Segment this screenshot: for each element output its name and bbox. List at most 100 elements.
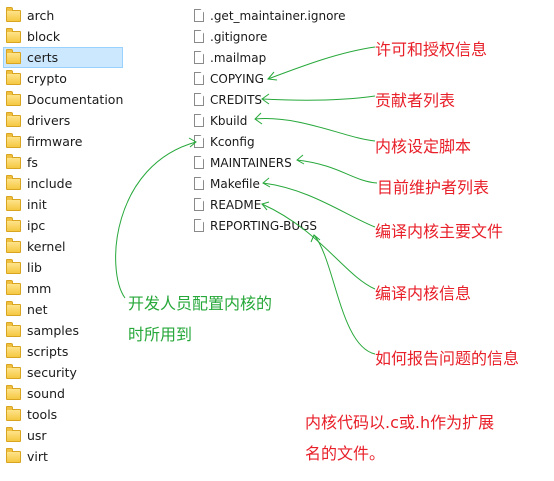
annotation-kconfig-line2: 时所用到 bbox=[128, 325, 193, 344]
file-label: COPYING bbox=[210, 71, 264, 86]
folder-item[interactable]: Documentation bbox=[4, 90, 124, 109]
file-item[interactable]: .gitignore bbox=[194, 27, 267, 46]
file-item[interactable]: CREDITS bbox=[194, 90, 262, 109]
folder-label: Documentation bbox=[27, 92, 124, 107]
folder-item[interactable]: virt bbox=[4, 447, 122, 466]
folder-item[interactable]: arch bbox=[4, 6, 122, 25]
file-item[interactable]: MAINTAINERS bbox=[194, 153, 292, 172]
folder-item[interactable]: mm bbox=[4, 279, 122, 298]
folder-icon bbox=[6, 195, 21, 211]
folder-item[interactable]: block bbox=[4, 27, 122, 46]
folder-item[interactable]: usr bbox=[4, 426, 122, 445]
folder-icon bbox=[6, 27, 21, 43]
file-icon bbox=[194, 30, 204, 43]
footer-note-line1: 内核代码以.c或.h作为扩展 bbox=[305, 413, 495, 432]
folder-label: certs bbox=[27, 50, 59, 65]
folder-item[interactable]: tools bbox=[4, 405, 122, 424]
folder-icon bbox=[6, 153, 21, 169]
arrow-credits bbox=[261, 95, 376, 101]
file-icon bbox=[194, 177, 204, 190]
file-icon bbox=[194, 156, 204, 169]
folder-item[interactable]: kernel bbox=[4, 237, 122, 256]
file-item[interactable]: Makefile bbox=[194, 174, 260, 193]
file-item[interactable]: REPORTING-BUGS bbox=[194, 216, 317, 235]
file-item[interactable]: Kbuild bbox=[194, 111, 247, 130]
file-item[interactable]: .get_maintainer.ignore bbox=[194, 6, 345, 25]
folder-label: fs bbox=[27, 155, 38, 170]
folder-label: sound bbox=[27, 386, 65, 401]
folder-icon bbox=[6, 405, 21, 421]
folder-label: include bbox=[27, 176, 73, 191]
file-item[interactable]: COPYING bbox=[194, 69, 264, 88]
file-label: Kbuild bbox=[210, 113, 248, 128]
folder-icon bbox=[6, 6, 21, 22]
folder-icon bbox=[6, 111, 21, 127]
folder-label: mm bbox=[27, 281, 52, 296]
folder-icon bbox=[6, 69, 21, 85]
folder-label: security bbox=[27, 365, 77, 380]
folder-label: kernel bbox=[27, 239, 66, 254]
arrowhead-credits bbox=[261, 93, 270, 105]
folder-item[interactable]: net bbox=[4, 300, 122, 319]
file-icon bbox=[194, 219, 204, 232]
file-label: .mailmap bbox=[210, 50, 267, 65]
folder-icon bbox=[6, 174, 21, 190]
file-label: Kconfig bbox=[210, 134, 255, 149]
arrow-kconfig bbox=[115, 141, 197, 299]
footer-note-line2: 名的文件。 bbox=[305, 444, 386, 463]
folder-item[interactable]: samples bbox=[4, 321, 122, 340]
folder-item[interactable]: crypto bbox=[4, 69, 122, 88]
arrowhead-reporting-bugs bbox=[310, 234, 321, 243]
folder-label: arch bbox=[27, 8, 55, 23]
folder-icon bbox=[6, 237, 21, 253]
file-icon bbox=[194, 72, 204, 85]
folder-item[interactable]: sound bbox=[4, 384, 122, 403]
folder-icon bbox=[6, 342, 21, 358]
folder-icon bbox=[6, 258, 21, 274]
folder-item[interactable]: certs bbox=[3, 47, 123, 68]
file-icon bbox=[194, 93, 204, 106]
folder-icon bbox=[6, 48, 21, 64]
arrowhead-copying bbox=[267, 71, 278, 81]
folder-item[interactable]: fs bbox=[4, 153, 122, 172]
file-label: MAINTAINERS bbox=[210, 155, 292, 170]
folder-item[interactable]: lib bbox=[4, 258, 122, 277]
folder-label: init bbox=[27, 197, 47, 212]
arrow-copying bbox=[267, 46, 376, 80]
annotation-copying: 许可和授权信息 bbox=[375, 40, 488, 59]
arrow-kbuild bbox=[254, 118, 376, 142]
folder-item[interactable]: init bbox=[4, 195, 122, 214]
file-icon bbox=[194, 51, 204, 64]
folder-icon bbox=[6, 216, 21, 232]
folder-icon bbox=[6, 279, 21, 295]
arrow-maintainers bbox=[296, 159, 378, 184]
annotation-maintainers: 目前维护者列表 bbox=[377, 178, 490, 197]
arrowhead-kconfig bbox=[188, 137, 197, 148]
folder-icon bbox=[6, 300, 21, 316]
folder-item[interactable]: include bbox=[4, 174, 122, 193]
folder-label: block bbox=[27, 29, 61, 44]
annotation-kbuild: 内核设定脚本 bbox=[375, 137, 472, 156]
annotation-readme: 编译内核信息 bbox=[375, 284, 472, 303]
arrowhead-kbuild bbox=[254, 112, 263, 125]
folder-label: usr bbox=[27, 428, 47, 443]
folder-item[interactable]: security bbox=[4, 363, 122, 382]
folder-label: crypto bbox=[27, 71, 67, 86]
folder-icon bbox=[6, 426, 21, 442]
file-label: .get_maintainer.ignore bbox=[210, 8, 346, 23]
folder-label: lib bbox=[27, 260, 42, 275]
arrowhead-maintainers bbox=[296, 154, 305, 165]
annotation-kconfig-line1: 开发人员配置内核的 bbox=[128, 294, 273, 313]
folder-item[interactable]: firmware bbox=[4, 132, 122, 151]
file-item[interactable]: README bbox=[194, 195, 261, 214]
folder-label: samples bbox=[27, 323, 79, 338]
folder-icon bbox=[6, 132, 21, 148]
file-item[interactable]: .mailmap bbox=[194, 48, 266, 67]
annotation-credits: 贡献者列表 bbox=[375, 91, 456, 110]
folder-item[interactable]: drivers bbox=[4, 111, 122, 130]
folder-item[interactable]: scripts bbox=[4, 342, 122, 361]
annotation-makefile: 编译内核主要文件 bbox=[375, 222, 504, 241]
folder-icon bbox=[6, 384, 21, 400]
folder-item[interactable]: ipc bbox=[4, 216, 122, 235]
folder-label: net bbox=[27, 302, 48, 317]
